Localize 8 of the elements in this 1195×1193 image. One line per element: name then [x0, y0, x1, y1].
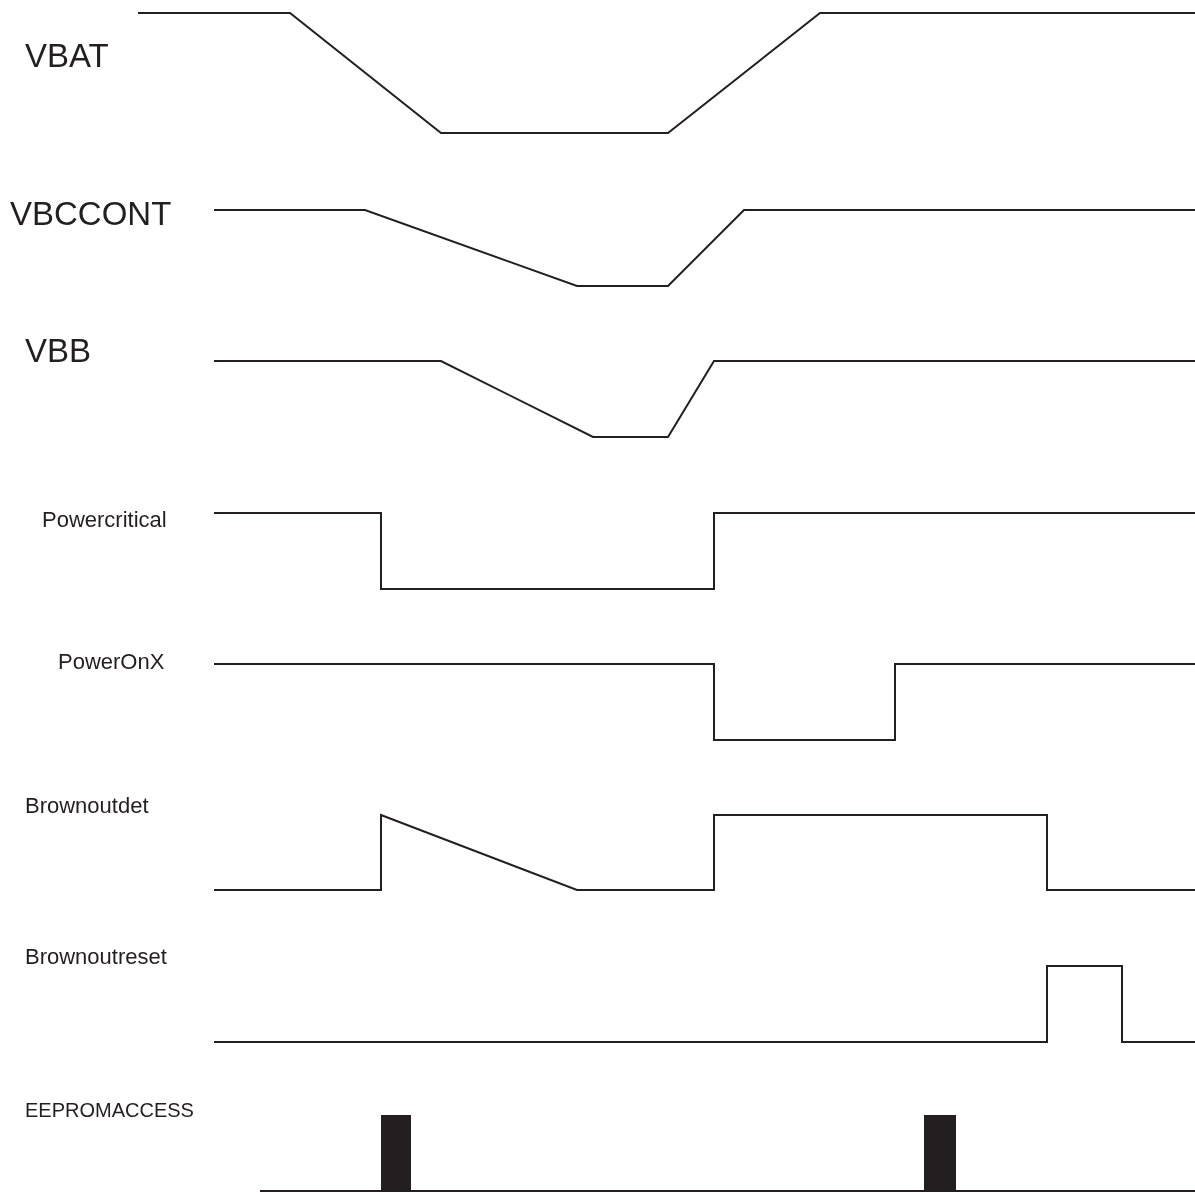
signal-label: Brownoutdet [25, 795, 149, 817]
signal-label: Brownoutreset [25, 946, 167, 968]
signal-label: VBCCONT [10, 196, 172, 230]
signal-label: VBB [25, 333, 92, 367]
signal-label: EEPROMACCESS [25, 1100, 194, 1120]
signal-label: PowerOnX [58, 651, 165, 673]
signal-label: VBAT [25, 38, 109, 72]
signal-label: Powercritical [42, 509, 167, 531]
